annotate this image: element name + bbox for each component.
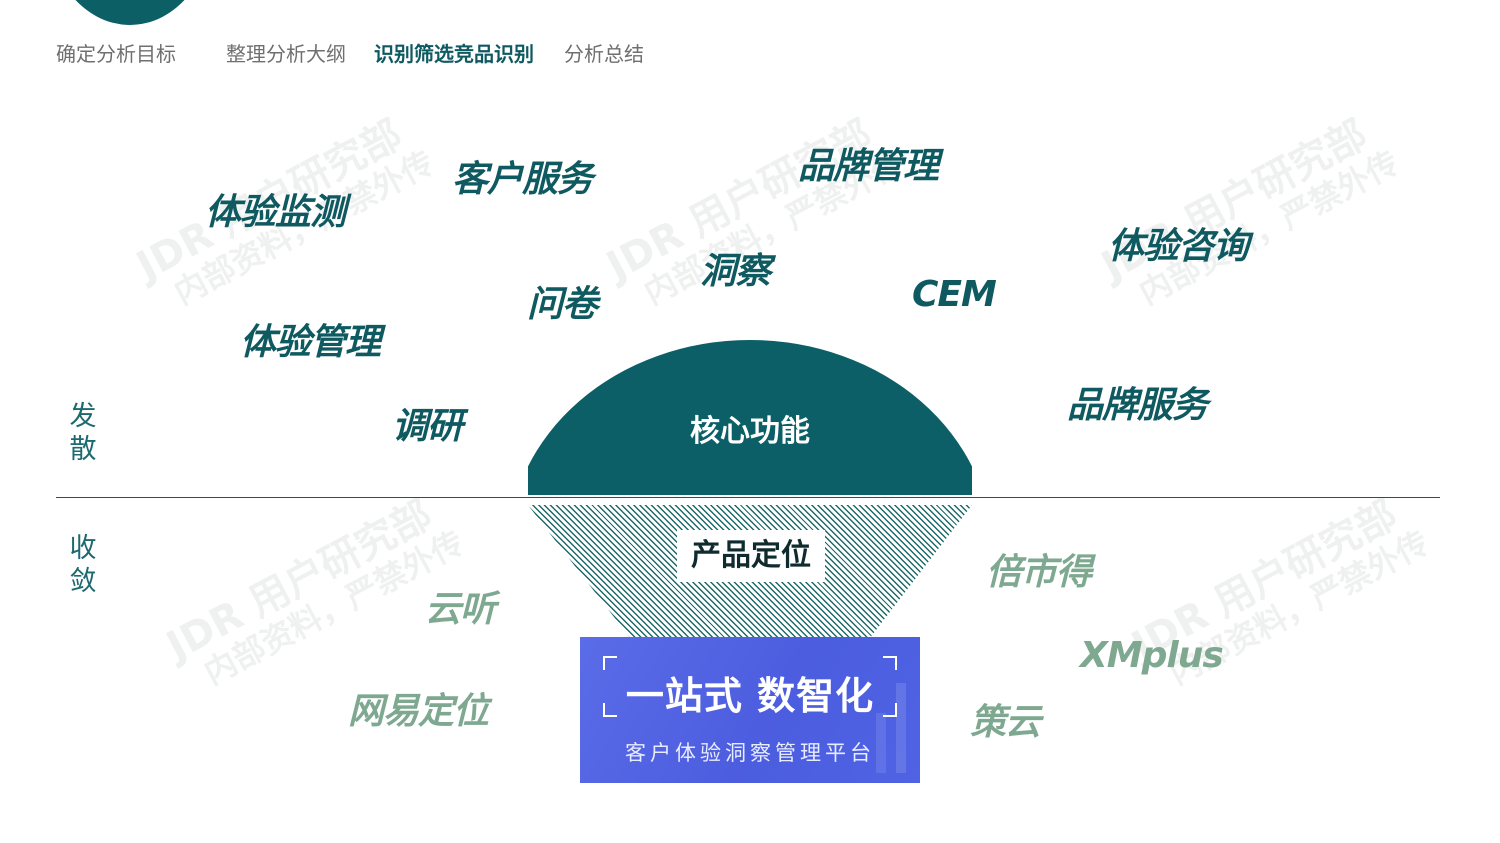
platform-banner: 一站式 数智化 客户体验洞察管理平台	[580, 637, 920, 783]
competitor-xmplus: XMplus	[1080, 635, 1224, 676]
bracket-corner-icon	[883, 703, 897, 717]
core-function-dome: 核心功能	[528, 340, 972, 495]
header-circle-decoration	[45, 0, 215, 25]
keyword-customer-service: 客户服务	[452, 159, 593, 200]
nav-step-define-goal[interactable]: 确定分析目标	[56, 42, 176, 66]
positioning-label: 产品定位	[677, 530, 825, 582]
keyword-cem: CEM	[912, 274, 997, 315]
competitor-netease-dingwei: 网易定位	[348, 691, 489, 732]
watermark: JDR 用户研究部内部资料，严禁外传	[159, 491, 470, 693]
keyword-insight: 洞察	[700, 251, 771, 292]
competitor-beishide: 倍市得	[986, 552, 1092, 593]
keyword-experience-management: 体验管理	[240, 322, 381, 363]
converge-label: 收敛	[69, 533, 97, 597]
keyword-experience-consulting: 体验咨询	[1108, 226, 1249, 267]
watermark: JDR 用户研究部内部资料，严禁外传	[1094, 111, 1405, 313]
nav-step-identify-competitors[interactable]: 识别筛选竞品识别	[374, 42, 534, 66]
nav-step-summary[interactable]: 分析总结	[564, 42, 644, 66]
keyword-brand-service: 品牌服务	[1067, 385, 1208, 426]
keyword-experience-monitoring: 体验监测	[205, 192, 346, 233]
nav-step-outline[interactable]: 整理分析大纲	[226, 42, 346, 66]
banner-subtitle: 客户体验洞察管理平台	[625, 741, 875, 765]
keyword-research: 调研	[392, 406, 463, 447]
bracket-corner-icon	[603, 656, 617, 670]
divider-line	[56, 497, 1440, 498]
bracket-corner-icon	[603, 703, 617, 717]
competitor-yunting: 云听	[425, 589, 496, 630]
core-function-label: 核心功能	[690, 414, 810, 449]
keyword-brand-management: 品牌管理	[798, 146, 939, 187]
diverge-label: 发散	[69, 401, 97, 465]
keyword-questionnaire: 问卷	[527, 284, 598, 325]
competitor-ceyun: 策云	[970, 702, 1041, 743]
bracket-corner-icon	[883, 656, 897, 670]
banner-title: 一站式 数智化	[625, 674, 875, 718]
